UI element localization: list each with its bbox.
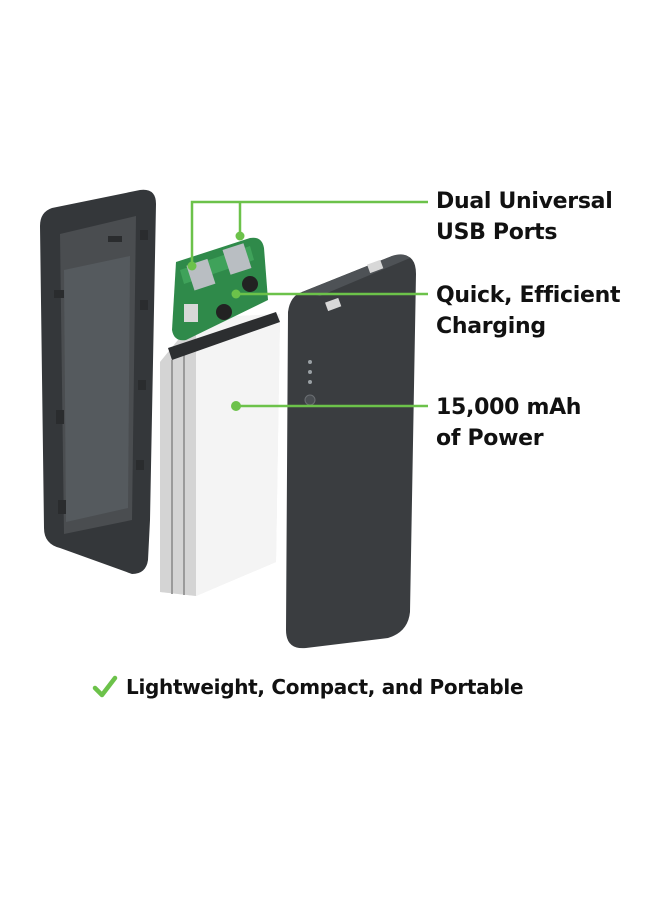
feature-text: Lightweight, Compact, and Portable	[126, 675, 524, 699]
callout-charging: Quick, Efficient Charging	[436, 283, 621, 339]
callout-capacity: 15,000 mAh of Power	[436, 395, 582, 451]
circuit-board	[172, 237, 268, 341]
callout-usb-ports: Dual Universal USB Ports	[436, 189, 613, 245]
power-bank-body	[286, 254, 416, 649]
back-cover-shell	[40, 189, 156, 574]
feature-line: Lightweight, Compact, and Portable	[92, 674, 524, 700]
callout-dots	[187, 231, 245, 411]
checkmark-icon	[92, 675, 118, 698]
battery-cell	[160, 312, 280, 596]
callout-lines	[190, 200, 428, 408]
